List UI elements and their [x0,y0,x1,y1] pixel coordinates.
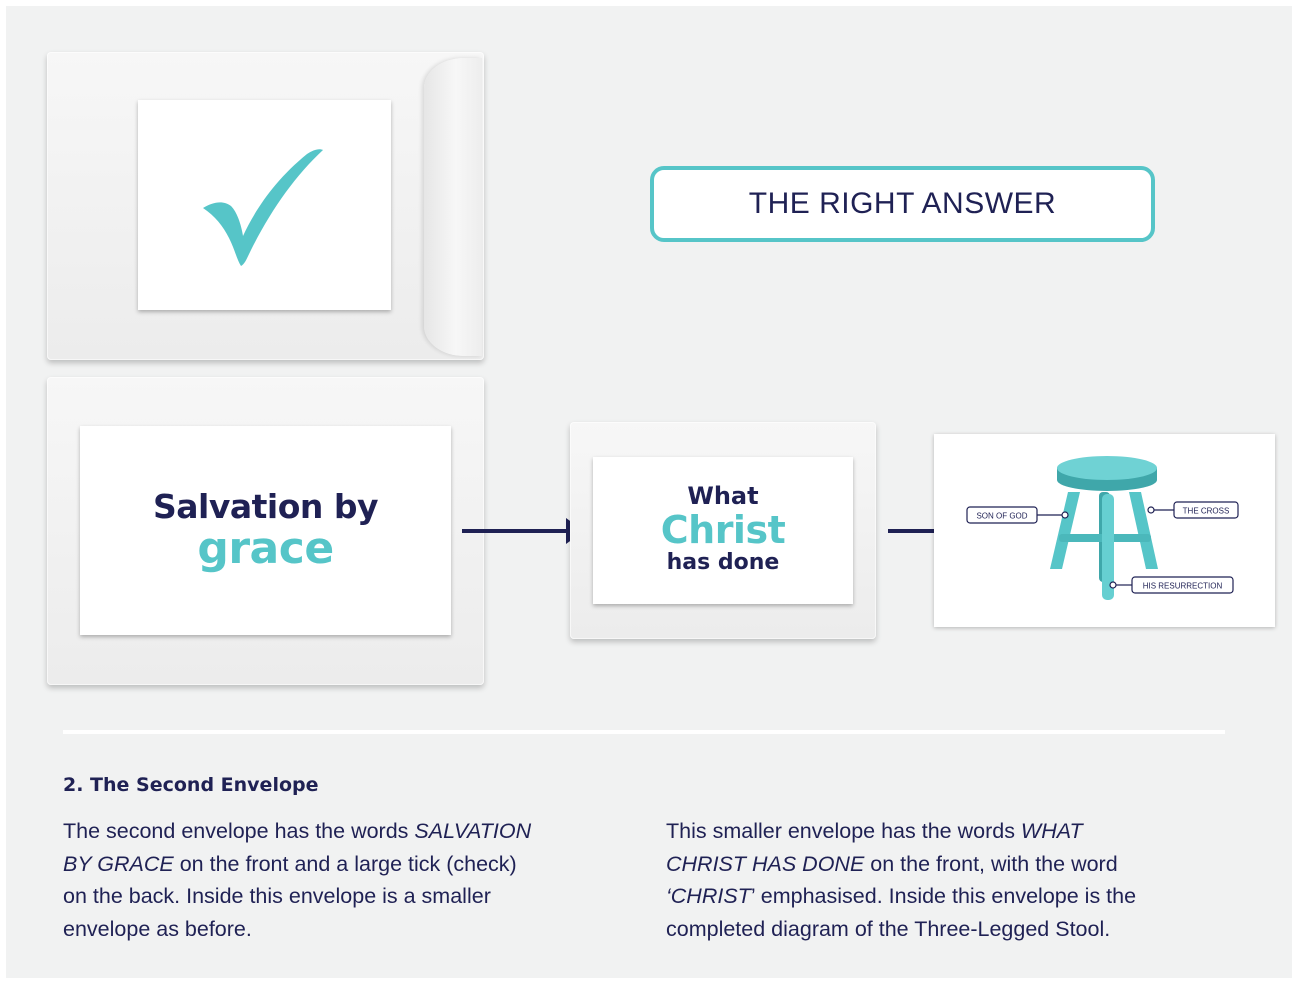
stool-diagram: SON OF GOD THE CROSS HIS RESURRECTION [966,456,1239,600]
salvation-card [80,426,451,635]
section-heading: 2. The Second Envelope [63,774,319,796]
label-his-resurrection: HIS RESURRECTION [1143,582,1223,591]
christ-card [593,457,853,604]
what-line: What [687,482,759,510]
label-the-cross: THE CROSS [1183,507,1230,516]
grace-line: grace [197,523,334,574]
salvation-line: Salvation by [153,487,379,526]
divider [63,730,1225,734]
christ-line: Christ [660,508,786,552]
checkmark-icon [203,149,323,266]
has-done-line: has done [666,550,780,575]
envelope-flap [424,58,482,356]
label-son-of-god: SON OF GOD [976,512,1027,521]
right-answer-box: THE RIGHT ANSWER [650,166,1155,242]
salvation-card-text: Salvation by grace [80,487,451,571]
stool-icon [1050,456,1158,600]
christ-card-text: What Christ has done [593,482,853,576]
right-paragraph: This smaller envelope has the words WHAT… [666,819,1137,941]
left-paragraph: The second envelope has the words SALVAT… [63,819,532,941]
arrow-right-icon [462,518,584,544]
